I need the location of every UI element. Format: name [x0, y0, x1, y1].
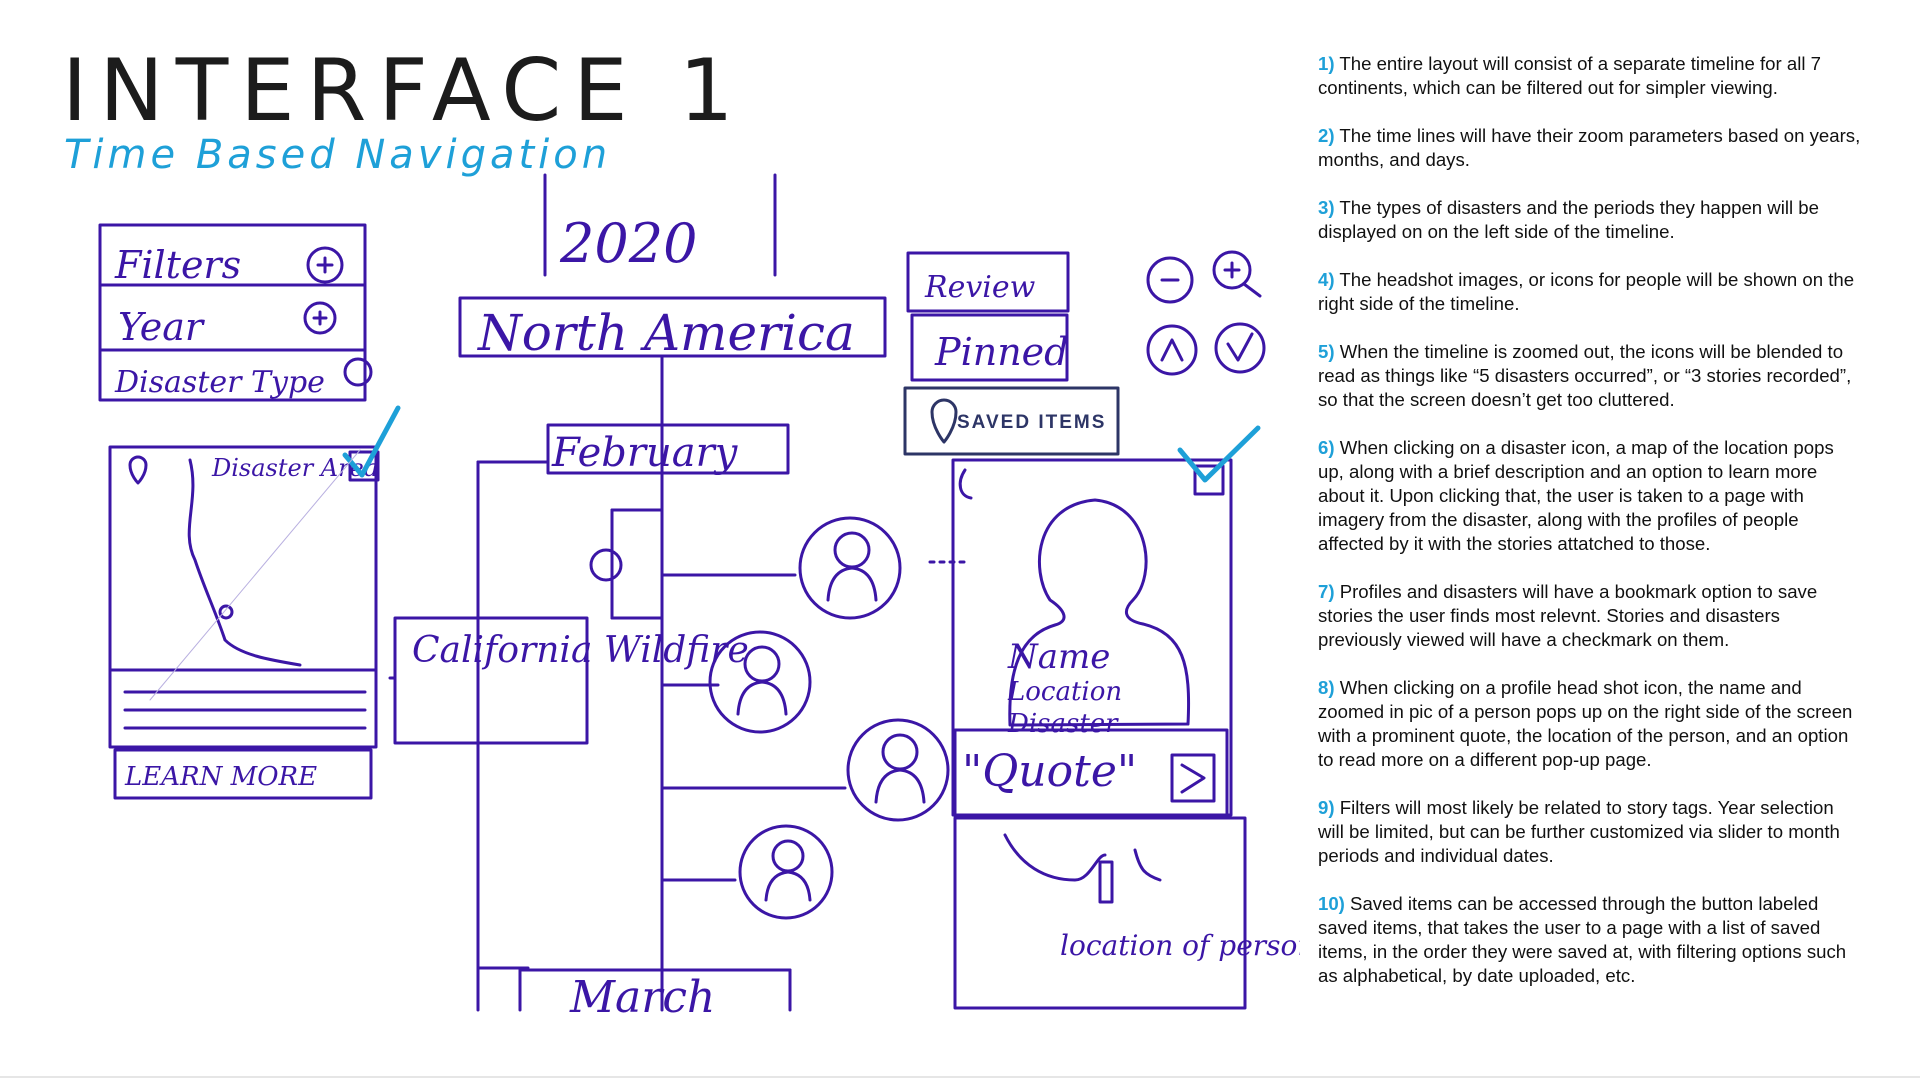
disaster-type-label[interactable]: Disaster Type [114, 365, 325, 400]
page-title: INTERFACE 1 [62, 41, 746, 141]
note-text: When the timeline is zoomed out, the ico… [1318, 341, 1852, 410]
profile-icon-2[interactable] [708, 630, 812, 734]
note-number: 5) [1318, 341, 1335, 362]
learn-more-button[interactable] [113, 748, 373, 800]
location-of-person-label: location of person [1060, 929, 1300, 962]
note-item: 2) The time lines will have their zoom p… [1318, 124, 1863, 172]
profile-viewed-checkbox[interactable] [1193, 464, 1225, 496]
continent-label: North America [477, 304, 855, 362]
map-outline [187, 458, 302, 667]
profile-photo [1008, 498, 1191, 727]
profile-bookmark-icon[interactable] [958, 468, 973, 500]
bookmark-icon [930, 398, 958, 444]
quote-box [953, 728, 1229, 818]
note-number: 9) [1318, 797, 1335, 818]
note-number: 6) [1318, 437, 1335, 458]
note-number: 8) [1318, 677, 1335, 698]
direction-icon[interactable] [1146, 324, 1198, 376]
note-number: 2) [1318, 125, 1335, 146]
note-text: The types of disasters and the periods t… [1318, 197, 1819, 242]
note-number: 1) [1318, 53, 1335, 74]
disaster-marker-icon[interactable] [589, 548, 623, 582]
next-month-label[interactable]: March [569, 972, 715, 1023]
month-label: February [551, 430, 739, 476]
filters-add-icon[interactable] [306, 246, 344, 284]
review-button[interactable] [906, 251, 1070, 313]
note-item: 6) When clicking on a disaster icon, a m… [1318, 436, 1863, 556]
profile-checkmark-icon [1177, 425, 1261, 483]
divider [0, 1076, 1920, 1078]
note-text: The entire layout will consist of a sepa… [1318, 53, 1821, 98]
profile-card[interactable]: Name Location Disaster "Quote" location … [951, 425, 1300, 1010]
note-number: 3) [1318, 197, 1335, 218]
note-text: Filters will most likely be related to s… [1318, 797, 1840, 866]
location-pin-icon [1098, 860, 1114, 904]
note-text: Profiles and disasters will have a bookm… [1318, 581, 1818, 650]
year-add-icon[interactable] [303, 301, 337, 335]
note-text: Saved items can be accessed through the … [1318, 893, 1847, 986]
saved-items-button[interactable]: SAVED ITEMS [903, 386, 1120, 456]
continent-header[interactable] [458, 296, 887, 358]
pinned-label: Pinned [934, 330, 1068, 374]
profile-icon-1[interactable] [798, 516, 902, 620]
map-marker [218, 604, 234, 620]
map-pin-icon [128, 455, 148, 485]
note-number: 4) [1318, 269, 1335, 290]
note-text: When clicking on a profile head shot ico… [1318, 677, 1853, 770]
note-number: 10) [1318, 893, 1345, 914]
filters-label[interactable]: Filters [114, 243, 241, 287]
profile-name-line-2: Location [1007, 677, 1122, 707]
review-label: Review [924, 270, 1036, 305]
learn-more-label: LEARN MORE [124, 762, 317, 792]
disaster-card[interactable]: LEARN MORE Disaster Area [108, 405, 401, 800]
event-label: California Wildfire [412, 630, 749, 671]
profile-icon-3[interactable] [846, 718, 950, 822]
notes-list: 1) The entire layout will consist of a s… [1318, 52, 1863, 1012]
wireframe-sketch: Filters Year Disaster Type LEARN MORE Di… [98, 173, 1300, 1023]
year-heading[interactable]: 2020 [559, 212, 697, 275]
zoom-in-icon[interactable] [1212, 250, 1262, 298]
note-item: 8) When clicking on a profile head shot … [1318, 676, 1863, 772]
pinned-button[interactable] [910, 313, 1069, 382]
profile-icon-4[interactable] [738, 824, 834, 920]
note-item: 7) Profiles and disasters will have a bo… [1318, 580, 1863, 652]
profile-name-line-3: Disaster [1007, 709, 1119, 739]
month-header[interactable] [546, 423, 790, 475]
check-icon[interactable] [1214, 322, 1266, 374]
location-outline [1003, 833, 1162, 882]
profile-name-line-1: Name [1007, 637, 1110, 677]
zoom-out-icon[interactable] [1146, 256, 1194, 304]
note-text: The time lines will have their zoom para… [1318, 125, 1861, 170]
note-item: 3) The types of disasters and the period… [1318, 196, 1863, 244]
location-map [953, 816, 1247, 1010]
note-item: 1) The entire layout will consist of a s… [1318, 52, 1863, 100]
note-text: The headshot images, or icons for people… [1318, 269, 1855, 314]
timeline: 2020 North America February California W… [388, 173, 887, 1023]
play-icon [1180, 763, 1206, 794]
event-card[interactable] [393, 616, 589, 745]
read-more-button[interactable] [1170, 753, 1216, 803]
disaster-type-add-icon[interactable] [343, 357, 373, 387]
viewed-checkbox[interactable] [348, 450, 380, 482]
note-item: 5) When the timeline is zoomed out, the … [1318, 340, 1863, 412]
note-number: 7) [1318, 581, 1335, 602]
saved-items-label: SAVED ITEMS [957, 412, 1106, 433]
note-text: When clicking on a disaster icon, a map … [1318, 437, 1834, 554]
year-label[interactable]: Year [118, 305, 206, 349]
note-item: 10) Saved items can be accessed through … [1318, 892, 1863, 988]
quote-text: "Quote" [962, 746, 1137, 797]
filters-panel: Filters Year Disaster Type [98, 223, 373, 402]
note-item: 9) Filters will most likely be related t… [1318, 796, 1863, 868]
page-subtitle: Time Based Navigation [64, 132, 612, 178]
note-item: 4) The headshot images, or icons for peo… [1318, 268, 1863, 316]
